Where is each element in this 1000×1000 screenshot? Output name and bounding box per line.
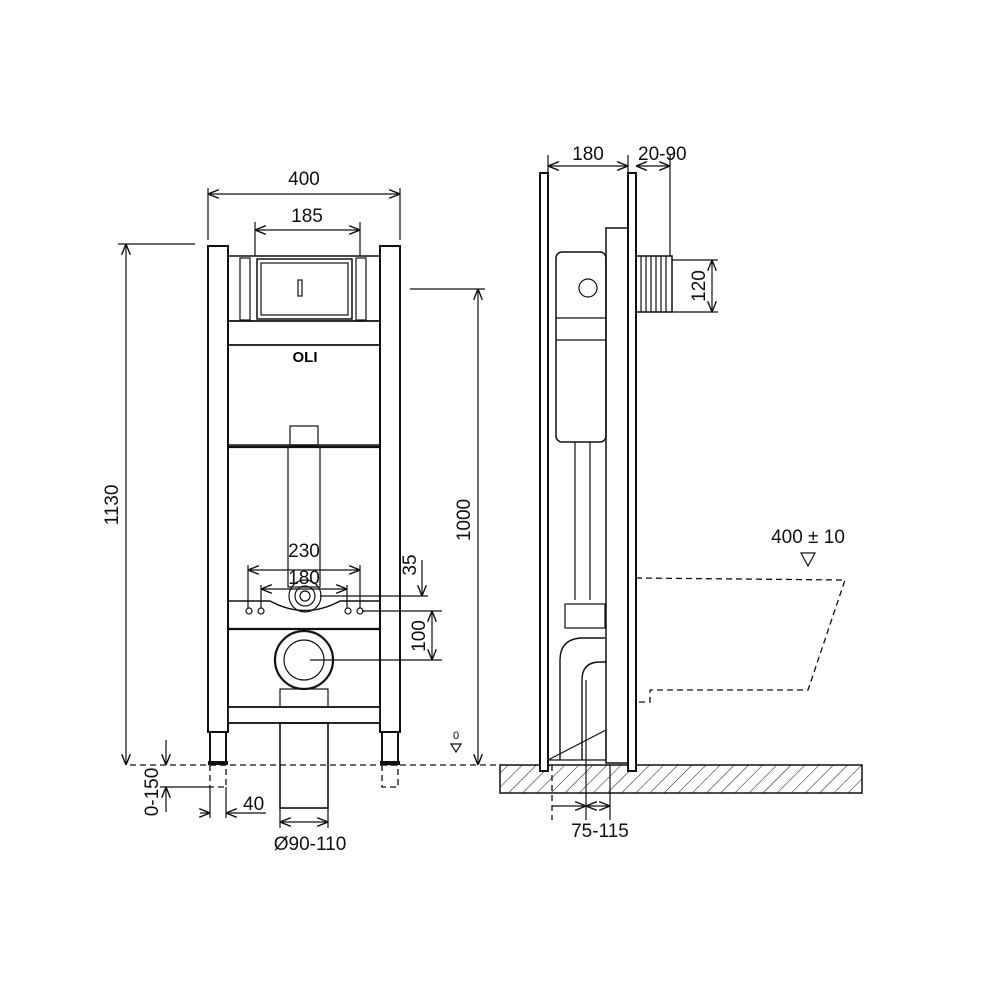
dim-leg-width: 40 [243,794,264,815]
dim-pipe-diameter: Ø90-110 [274,834,347,855]
dim-seat-height: 400 ± 10 [771,527,845,548]
dim-box-height: 120 [689,270,710,302]
dim-wall-thickness: 20-90 [638,144,687,165]
dim-zero-level: 0 [453,730,459,742]
left-leg [209,731,227,763]
toilet-bowl-outline [635,577,846,703]
floor [499,764,863,794]
dim-plate-width: 185 [291,206,323,227]
right-leg [381,731,399,763]
dim-leg-adjust: 0-150 [142,768,163,817]
dim-bolt-inner: 180 [288,568,320,589]
left-post [207,245,229,733]
dim-bolt-outer: 230 [288,541,320,562]
flush-plate-box [256,258,353,320]
front-wall [627,172,637,772]
dim-height: 1130 [102,485,123,526]
right-post [379,245,401,733]
rear-frame [539,172,549,772]
front-view: OLI 400 185 1130 1000 230 180 35 100 0 0… [102,169,500,855]
side-cistern [555,251,607,443]
dim-drain-distance: 75-115 [571,821,629,842]
dim-depth: 180 [572,144,604,165]
cistern [227,344,381,446]
dim-drain-offset: 100 [409,620,430,652]
flush-box [635,255,673,313]
oli-logo: OLI [293,349,318,366]
dim-drain-height: 1000 [454,499,475,541]
dim-bolt-offset: 35 [400,554,421,575]
side-view: 180 20-90 120 400 ± 10 75-115 [499,144,863,842]
dim-width: 400 [288,169,320,190]
